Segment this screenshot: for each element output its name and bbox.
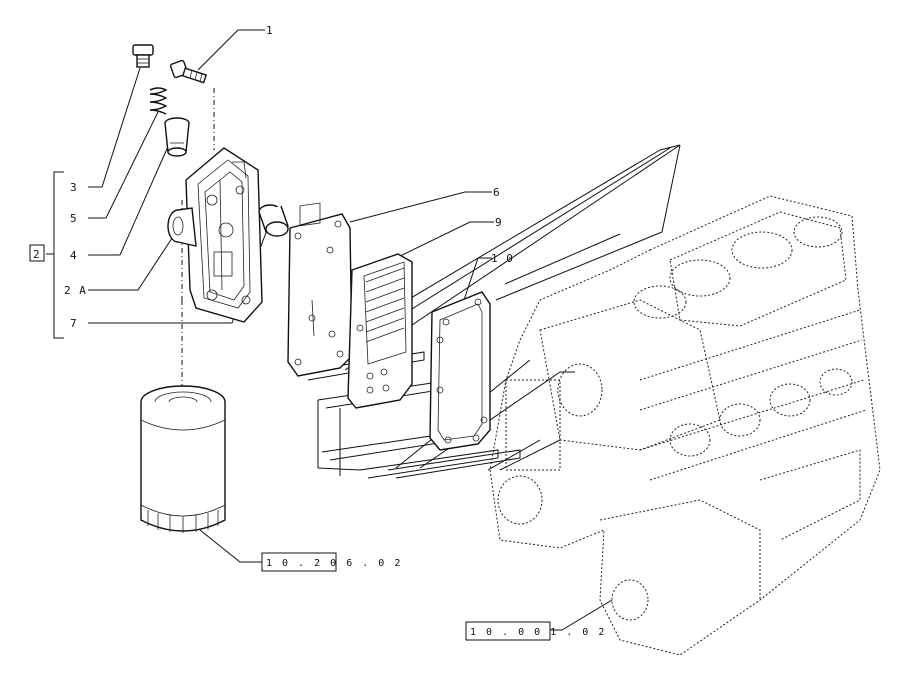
spring-part — [149, 87, 168, 115]
plug-part — [132, 44, 154, 68]
callout-6: 6 — [493, 186, 501, 199]
callout-9: 9 — [495, 216, 503, 229]
callout-group-2: 2 — [33, 248, 41, 261]
oil-filter-cartridge — [140, 385, 226, 533]
filter-ref-box — [261, 552, 337, 572]
gasket-part — [287, 202, 353, 377]
callout-7: 7 — [70, 317, 78, 330]
sleeve-part — [258, 204, 289, 237]
filter-housing-part — [185, 147, 263, 323]
side-union-part — [167, 207, 197, 247]
callout-10: 1 0 — [491, 252, 514, 265]
reference-boxes: 1 0 . 2 0 6 . 0 2 1 0 . 0 0 1 . 0 2 — [261, 552, 606, 641]
group-bracket — [29, 171, 64, 339]
leader-lines — [88, 29, 613, 631]
valve-piston-part — [164, 117, 190, 157]
engine-block — [489, 195, 881, 656]
cooler-gasket-part — [429, 291, 491, 451]
callout-3: 3 — [70, 181, 78, 194]
oil-cooler-part — [347, 253, 413, 409]
engine-ref-box — [465, 621, 551, 641]
callout-1: 1 — [266, 24, 274, 37]
filter-ref-label: 1 0 . 2 0 6 . 0 2 — [266, 558, 402, 569]
callout-4: 4 — [70, 249, 78, 262]
callout-labels: 1 3 5 4 2 A 7 6 9 1 0 2 — [33, 24, 514, 330]
engine-ref-label: 1 0 . 0 0 1 . 0 2 — [470, 627, 606, 638]
callout-2a: 2 A — [64, 284, 87, 297]
bolt-part — [169, 59, 208, 84]
callout-5: 5 — [70, 212, 78, 225]
